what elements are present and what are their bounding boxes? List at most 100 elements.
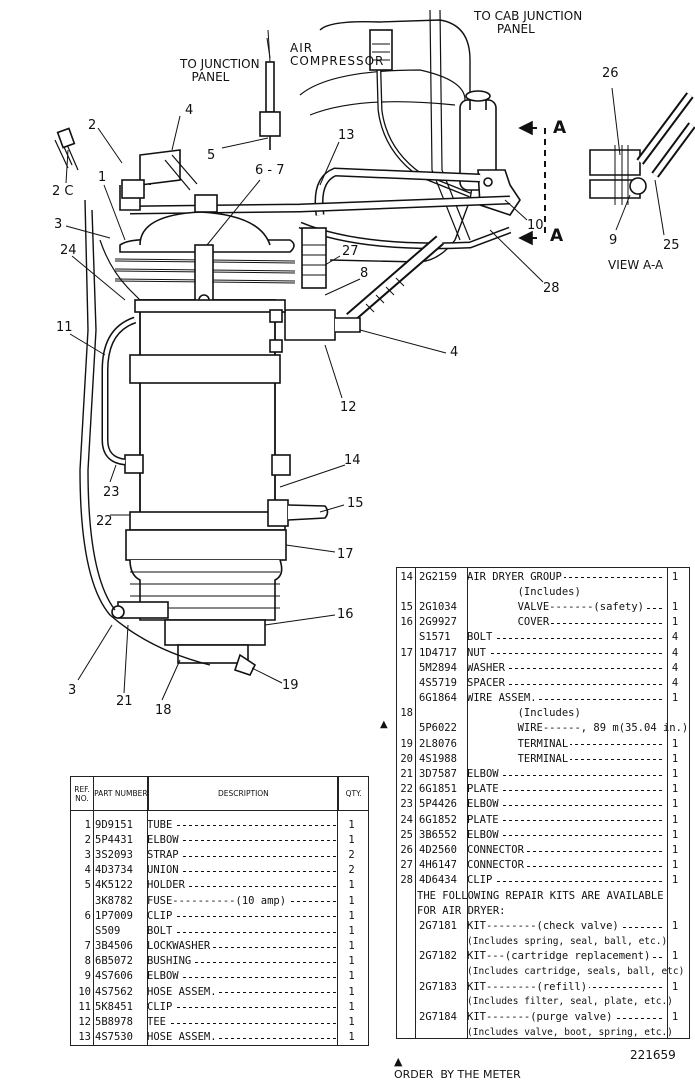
part-number-cell: 2G7181 (419, 919, 457, 932)
callout-11: 11 (56, 320, 73, 335)
description-cell: BOLT (467, 631, 665, 644)
kit-note: (Includes valve, boot, spring, etc.) (467, 1026, 673, 1038)
plate-22 (129, 511, 286, 531)
qty-cell: 1 (348, 894, 355, 907)
qty-cell: 4 (671, 676, 679, 689)
qty-cell: 1 (671, 813, 679, 826)
ref-no-cell: 7 (84, 940, 91, 953)
kits-heading: FOR AIR DRYER: (397, 903, 689, 918)
qty-cell: 1 (348, 1000, 355, 1013)
table-row: (Includes) (397, 584, 689, 599)
qty-cell: 1 (348, 940, 355, 953)
ref-no-cell: 23 (400, 798, 413, 811)
part-number-cell: 1P7009 (95, 909, 133, 922)
ref-no-cell: 9 (84, 970, 91, 983)
callout-12: 12 (340, 400, 357, 415)
ref-no-cell: 25 (400, 828, 413, 841)
ref-no-cell: 12 (78, 1016, 91, 1029)
part-number-cell: 5M2894 (419, 661, 457, 674)
part-number-cell: 5P4426 (419, 798, 457, 811)
part-number-cell: 3D7587 (419, 768, 457, 781)
col-part-number: PART NUMBER (94, 777, 149, 810)
label-to-cab-junction-panel: TO CAB JUNCTION PANEL (474, 9, 583, 36)
qty-cell: 1 (671, 752, 679, 765)
ref-no-cell: 1 (84, 818, 91, 831)
part-number-cell: S1571 (419, 631, 451, 644)
ref-no-cell: 5 (84, 879, 91, 892)
qty-cell: 1 (671, 874, 679, 887)
callout-25: 25 (663, 238, 680, 253)
col-ref-no: REF. NO. (71, 777, 94, 810)
ref-no-cell: 14 (400, 570, 413, 583)
wire-assembly-18 (79, 199, 211, 666)
part-number-cell: 2G7182 (419, 950, 457, 963)
description-cell: TEE (147, 1016, 337, 1029)
part-number-cell: 4S5719 (419, 676, 457, 689)
column-divider (93, 777, 94, 1045)
qty-cell: 4 (671, 646, 679, 659)
description-cell: (Includes) (467, 707, 581, 720)
description-cell: ELBOW (467, 828, 665, 841)
qty-cell: 4 (671, 661, 679, 674)
description-cell: LOCKWASHER (147, 940, 337, 953)
part-number-cell: 2G9927 (419, 616, 457, 629)
qty-cell: 1 (671, 616, 679, 629)
part-number-cell: 4S7530 (95, 1031, 133, 1044)
ref-no-cell: 13 (78, 1031, 91, 1044)
qty-cell: 1 (671, 1011, 679, 1024)
ref-no-cell: 4 (84, 864, 91, 877)
description-cell: KIT-------(purge valve) (467, 1011, 665, 1024)
part-number-cell: 5P6022 (419, 722, 457, 735)
part-number-cell: 9D9151 (95, 818, 133, 831)
description-cell: (Includes) (467, 585, 581, 598)
description-cell: KIT--------(check valve) (467, 919, 665, 932)
description-cell: WIRE ASSEM. (467, 692, 665, 705)
qty-cell: 1 (671, 950, 679, 963)
description-cell: TUBE (147, 818, 337, 831)
part-number-cell: S509 (95, 924, 121, 937)
description-cell: NUT (467, 646, 665, 659)
part-number-cell: 4H6147 (419, 859, 457, 872)
col-qty: QTY. (345, 789, 362, 798)
part-number-cell: 5K8451 (95, 1000, 133, 1013)
label-to-junction-panel: TO JUNCTION PANEL (180, 57, 260, 84)
qty-cell: 1 (348, 909, 355, 922)
column-divider (337, 777, 338, 1045)
description-cell: KIT---(cartridge replacement) (467, 950, 665, 963)
column-divider (147, 777, 148, 1045)
table-row: 6 1P7009 CLIP 1 (71, 908, 368, 923)
description-cell: HOSE ASSEM. (147, 985, 337, 998)
description-cell: UNION (147, 864, 337, 877)
ref-no-cell: 11 (78, 1000, 91, 1013)
part-number-cell: 2L8076 (419, 737, 457, 750)
description-cell: CLIP (147, 909, 337, 922)
qty-cell: 1 (671, 798, 679, 811)
ref-no-cell: 3 (84, 848, 91, 861)
triangle-icon: ▲ (394, 1055, 403, 1068)
description-cell: ELBOW (467, 798, 665, 811)
part-number-cell: 5B8978 (95, 1016, 133, 1029)
part-number-cell: 6G1864 (419, 692, 457, 705)
part-number-cell: 3B6552 (419, 828, 457, 841)
kits-heading: THE FOLLOWING REPAIR KITS ARE AVAILABLE (397, 888, 689, 903)
qty-cell: 1 (671, 783, 679, 796)
part-number-cell: 2G2159 (419, 570, 457, 583)
ref-no-cell: 6 (84, 909, 91, 922)
qty-cell: 2 (348, 848, 355, 861)
qty-cell: 1 (671, 980, 679, 993)
part-number-cell: 5P4431 (95, 833, 133, 846)
qty-cell: 1 (671, 843, 679, 856)
part-number-cell: 1D4717 (419, 646, 457, 659)
